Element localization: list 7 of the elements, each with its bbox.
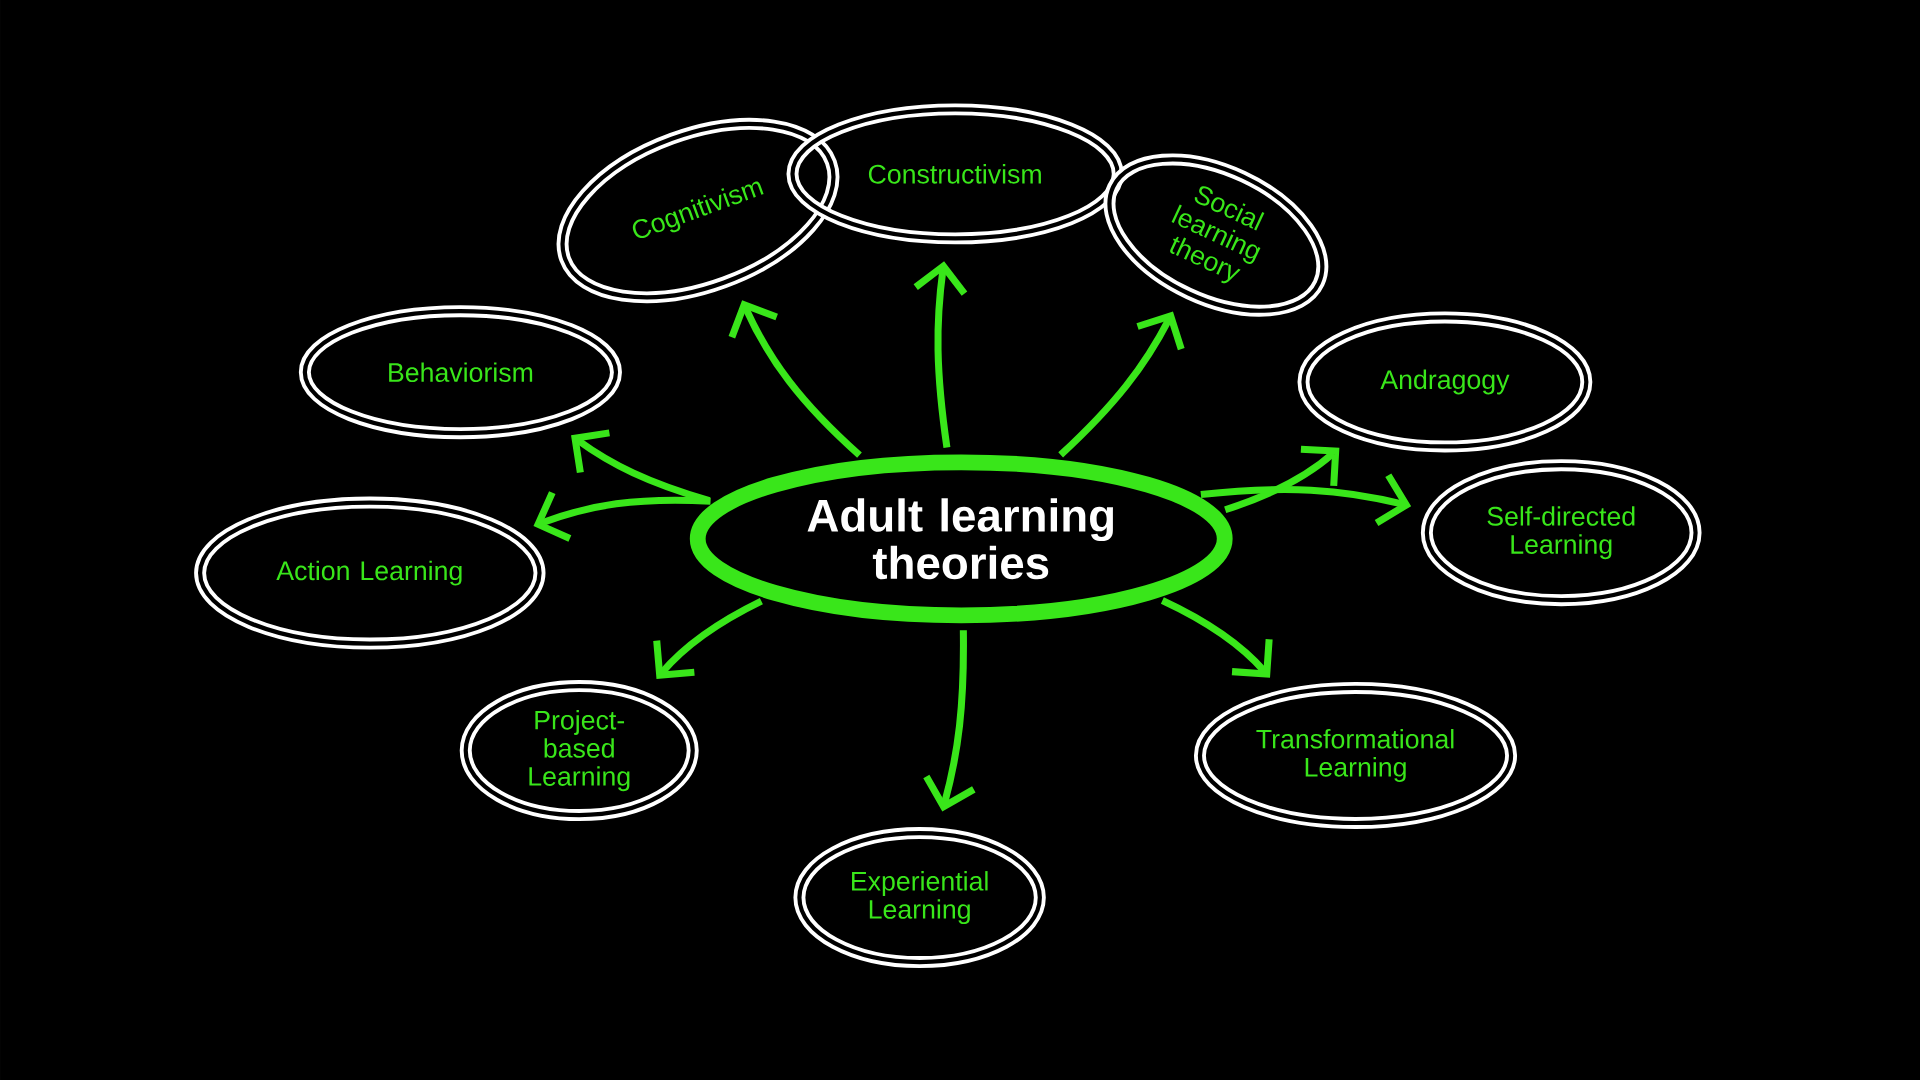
arrow [1224,445,1340,514]
arrow [533,491,711,542]
arrow [653,597,763,680]
arrow [728,300,862,458]
arrow [1058,311,1185,458]
arrow [1160,597,1273,678]
arrow [1200,473,1412,526]
